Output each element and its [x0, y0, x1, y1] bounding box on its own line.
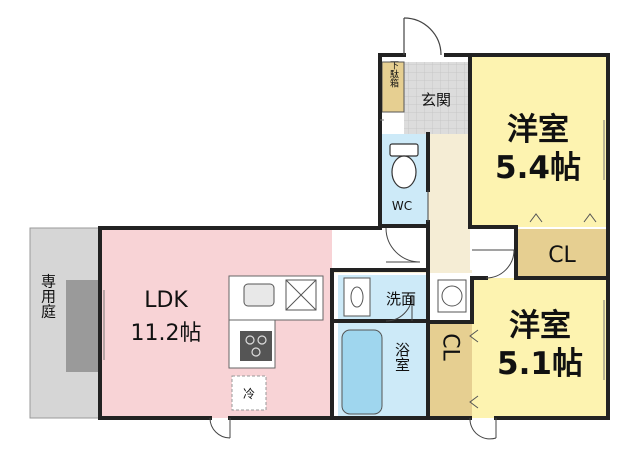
western-bottom-size: 5.1帖: [497, 346, 583, 382]
closet-top-label: CL: [548, 243, 576, 268]
washroom-fixtures: [343, 277, 467, 317]
shoe-box-label: 下駄箱: [388, 61, 399, 89]
western-room-bottom: [472, 278, 608, 418]
western-top-name: 洋室: [507, 112, 569, 148]
fridge-space: [231, 375, 267, 411]
fridge-label: 冷: [243, 387, 255, 401]
garden-label: 専用庭: [39, 274, 57, 320]
ldk-door[interactable]: [385, 227, 421, 263]
western-bottom-name: 洋室: [509, 308, 571, 344]
closet-top: [516, 229, 608, 278]
western-top-size: 5.4帖: [495, 150, 581, 186]
entrance-area: [404, 62, 468, 134]
hallway: [428, 134, 470, 270]
toilet-fixture: [389, 143, 419, 189]
wc-label: WC: [392, 199, 412, 213]
kitchen-counter: [228, 275, 324, 369]
bathtub: [341, 329, 383, 415]
washroom-door[interactable]: [385, 294, 413, 322]
bath-label: 浴室: [393, 342, 411, 372]
bottom-room-door[interactable]: [472, 249, 515, 279]
ldk-room: [100, 228, 332, 418]
windows: [103, 119, 605, 380]
exterior-door-right[interactable]: [469, 417, 497, 440]
closet-mid-label: CL: [438, 333, 463, 361]
closet-mid: [428, 322, 472, 418]
closet-door-marks: [469, 213, 597, 409]
entry-door[interactable]: [403, 17, 442, 56]
washroom-label: 洗面: [386, 290, 416, 308]
ldk-size: 11.2帖: [131, 321, 202, 346]
western-room-top: [470, 55, 608, 227]
entrance-label: 玄関: [421, 91, 451, 109]
private-garden: [29, 227, 101, 419]
exterior-door-left[interactable]: [209, 417, 231, 439]
ldk-name: LDK: [144, 288, 188, 313]
